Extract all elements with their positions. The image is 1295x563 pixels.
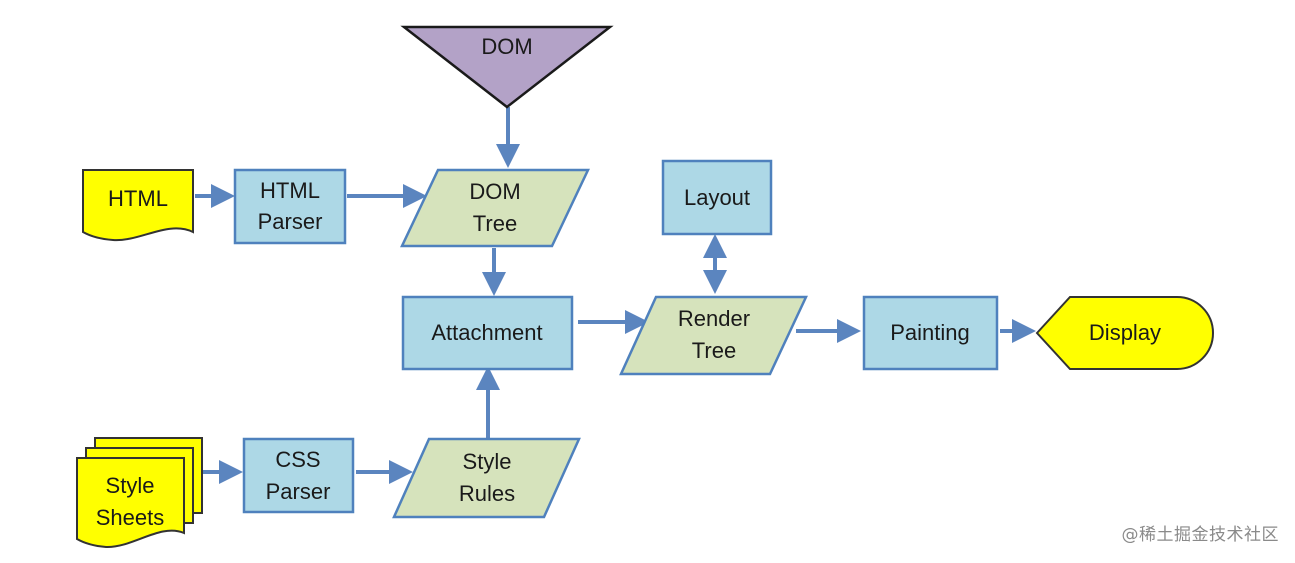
- dom-label: DOM: [481, 34, 532, 59]
- render-tree-label-line1: Render: [678, 306, 750, 331]
- css-parser-label-line1: CSS: [275, 447, 320, 472]
- dom-tree-label-line2: Tree: [473, 211, 517, 236]
- flow-arrows: [195, 107, 1036, 484]
- style-rules-label-line1: Style: [463, 449, 512, 474]
- display-node: Display: [1035, 296, 1214, 370]
- style-sheets-label-line2: Sheets: [96, 505, 165, 530]
- attachment-node: Attachment: [401, 295, 574, 371]
- watermark: @稀土掘金技术社区: [1121, 525, 1279, 545]
- display-label: Display: [1089, 320, 1161, 345]
- layout-label: Layout: [684, 185, 750, 210]
- html-parser-label-line1: HTML: [260, 178, 320, 203]
- style-rules-label-line2: Rules: [459, 481, 515, 506]
- style-sheets-label-line1: Style: [106, 473, 155, 498]
- css-parser-label-line2: Parser: [266, 479, 331, 504]
- css-parser-node: CSS Parser: [242, 437, 355, 514]
- dom-tree-label-line1: DOM: [469, 179, 520, 204]
- style-sheets-node: Style Sheets: [76, 437, 203, 549]
- layout-node: Layout: [661, 159, 773, 236]
- html-parser-label-line2: Parser: [258, 209, 323, 234]
- html-document-node: HTML: [82, 169, 194, 242]
- attachment-label: Attachment: [431, 320, 542, 345]
- html-label: HTML: [108, 186, 168, 211]
- html-parser-node: HTML Parser: [233, 168, 347, 245]
- dom-node: DOM: [400, 25, 614, 109]
- painting-node: Painting: [862, 295, 999, 371]
- render-tree-node: Render Tree: [619, 295, 808, 376]
- style-rules-node: Style Rules: [392, 437, 581, 519]
- painting-label: Painting: [890, 320, 970, 345]
- dom-tree-node: DOM Tree: [400, 168, 590, 248]
- render-tree-label-line2: Tree: [692, 338, 736, 363]
